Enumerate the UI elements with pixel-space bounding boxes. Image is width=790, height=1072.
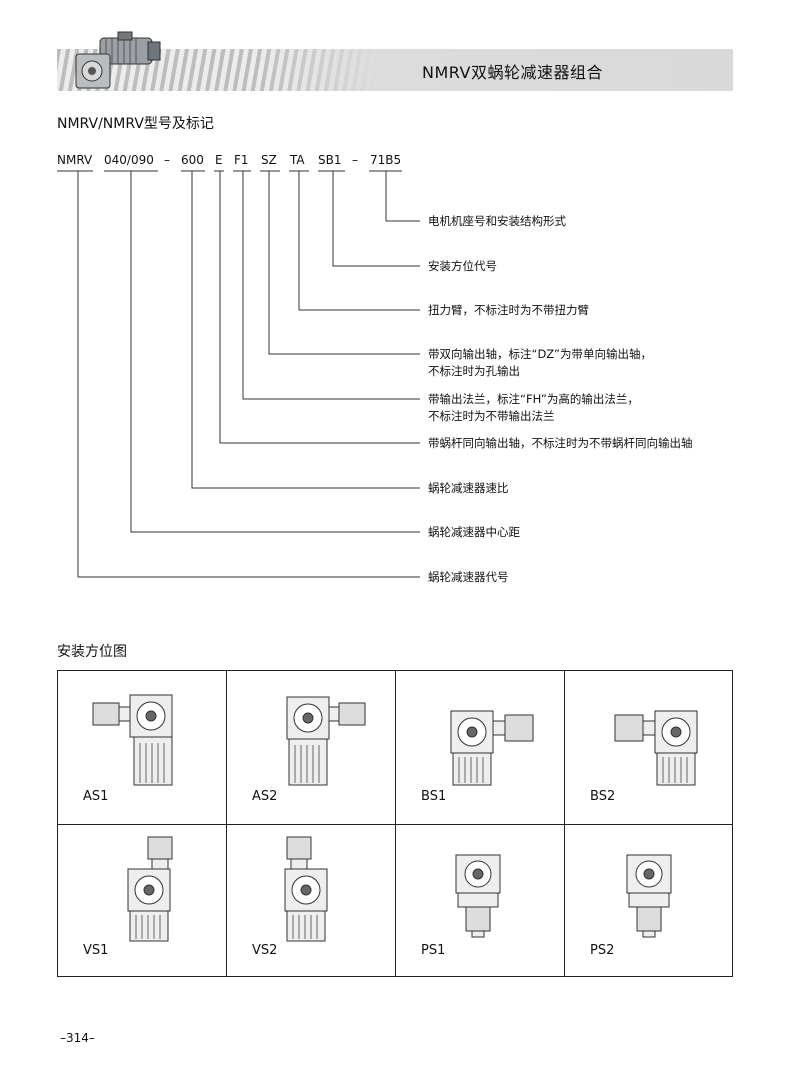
mounting-label-ps2: PS2 [590, 943, 615, 958]
grid-divider [226, 671, 227, 976]
header-band: NMRV双蜗轮减速器组合 [57, 49, 733, 91]
desc-worm-shaft: 带蜗杆同向输出轴，不标注时为不带蜗杆同向输出轴 [428, 436, 693, 450]
grid-divider [564, 671, 565, 976]
desc-output-shaft-line2: 不标注时为孔输出 [428, 364, 520, 378]
mounting-label-as1: AS1 [83, 789, 109, 804]
code-part-dash-2: – [352, 153, 358, 167]
mounting-cell-as1: AS1 [58, 671, 227, 824]
mounting-label-vs2: VS2 [252, 943, 278, 958]
mounting-cell-ps2: PS2 [565, 825, 734, 978]
gearbox-as1-drawing [92, 694, 173, 786]
code-part-dash: – [164, 153, 170, 167]
desc-reducer-code: 蜗轮减速器代号 [428, 570, 509, 584]
mounting-label-bs2: BS2 [590, 789, 616, 804]
desc-torque-arm: 扭力臂，不标注时为不带扭力臂 [428, 303, 589, 317]
gearbox-bs1-drawing [450, 710, 534, 786]
code-part-ta: TA [290, 153, 305, 167]
gearbox-ps2-drawing [626, 854, 672, 938]
desc-center-distance: 蜗轮减速器中心距 [428, 525, 520, 539]
gearbox-vs2-drawing [284, 836, 328, 942]
mounting-section-title: 安装方位图 [57, 644, 127, 660]
grid-divider [58, 824, 732, 825]
model-section-title: NMRV/NMRV型号及标记 [57, 116, 214, 132]
code-part-sb1: SB1 [318, 153, 342, 167]
gearbox-as2-drawing [286, 696, 366, 786]
gear-motor-image [75, 31, 161, 89]
mounting-cell-ps1: PS1 [396, 825, 565, 978]
desc-flange-line2: 不标注时为不带输出法兰 [428, 409, 555, 423]
mounting-grid: AS1 AS2 BS1 [57, 670, 733, 977]
mounting-label-vs1: VS1 [83, 943, 109, 958]
grid-divider [395, 671, 396, 976]
mounting-cell-vs1: VS1 [58, 825, 227, 978]
code-part-e: E [215, 153, 223, 167]
mounting-label-as2: AS2 [252, 789, 278, 804]
code-part-sz: SZ [261, 153, 277, 167]
gearbox-bs2-drawing [614, 710, 698, 786]
mounting-cell-as2: AS2 [227, 671, 396, 824]
mounting-label-ps1: PS1 [421, 943, 446, 958]
code-part-center-distance: 040/090 [104, 153, 154, 167]
desc-output-shaft-line1: 带双向输出轴，标注“DZ”为带单向输出轴， [428, 347, 652, 361]
desc-ratio: 蜗轮减速器速比 [428, 481, 509, 495]
code-part-f1: F1 [234, 153, 249, 167]
code-part-ratio: 600 [181, 153, 204, 167]
gearbox-ps1-drawing [455, 854, 501, 938]
mounting-cell-bs1: BS1 [396, 671, 565, 824]
desc-motor-frame: 电机机座号和安装结构形式 [428, 214, 566, 228]
code-part-nmrv: NMRV [57, 153, 93, 167]
gearbox-vs1-drawing [127, 836, 173, 942]
mounting-cell-bs2: BS2 [565, 671, 734, 824]
mounting-cell-vs2: VS2 [227, 825, 396, 978]
desc-mounting-code: 安装方位代号 [428, 259, 497, 273]
mounting-label-bs1: BS1 [421, 789, 447, 804]
desc-flange-line1: 带输出法兰，标注“FH”为高的输出法兰， [428, 392, 639, 406]
header-fill [257, 49, 733, 91]
code-part-motor: 71B5 [370, 153, 402, 167]
page-title: NMRV双蜗轮减速器组合 [422, 63, 603, 82]
page-number: –314– [60, 1031, 95, 1045]
